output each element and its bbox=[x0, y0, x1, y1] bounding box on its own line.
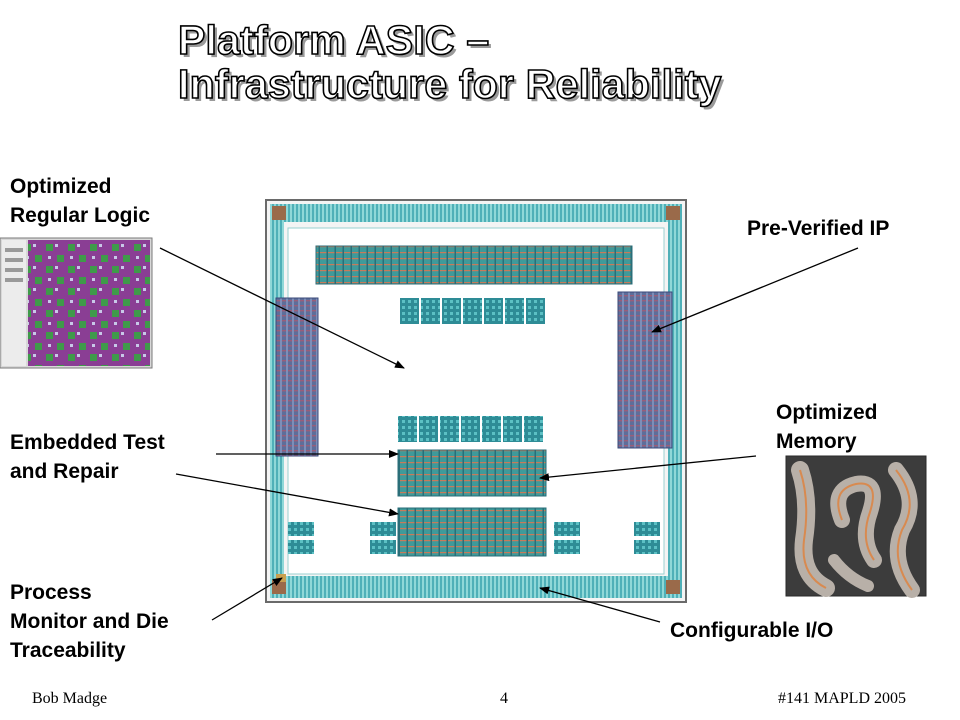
label-optimized-regular-logic: Optimized Regular Logic bbox=[10, 175, 151, 227]
label-pre-verified-ip: Pre-Verified IP bbox=[747, 217, 890, 240]
small-blocks-bottom bbox=[288, 522, 660, 554]
footer-event: #141 MAPLD 2005 bbox=[778, 690, 907, 707]
label-configurable-io: Configurable I/O bbox=[670, 619, 834, 642]
arrow-configurable-io bbox=[539, 586, 661, 623]
pre-verified-ip-block bbox=[617, 291, 673, 449]
title-line-2: Infrastructure for Reliability bbox=[177, 61, 722, 107]
arrow-pre-verified-ip bbox=[651, 247, 859, 333]
arrow-optimized-memory bbox=[539, 455, 757, 482]
footer-page-number: 4 bbox=[500, 690, 508, 707]
side-array-left bbox=[275, 297, 319, 457]
regular-logic-inset bbox=[0, 237, 153, 369]
memory-band-top bbox=[315, 245, 633, 285]
block-row-upper bbox=[400, 298, 545, 324]
pointer-arrows bbox=[159, 247, 859, 623]
repair-memory-array bbox=[397, 507, 547, 557]
label-process-monitor: Process Monitor and Die Traceability bbox=[10, 581, 169, 662]
memory-sem-inset bbox=[785, 455, 927, 598]
io-ring-bottom bbox=[270, 576, 682, 598]
arrow-process-monitor bbox=[211, 577, 283, 621]
optimized-memory-array bbox=[397, 449, 547, 497]
footer-author: Bob Madge bbox=[32, 690, 108, 707]
block-row-middle bbox=[398, 416, 543, 442]
arrow-repair bbox=[175, 473, 399, 517]
arrow-regular-logic bbox=[159, 247, 405, 369]
asic-die bbox=[265, 199, 687, 603]
label-optimized-memory: Optimized Memory bbox=[776, 401, 878, 453]
io-ring-top bbox=[270, 204, 682, 222]
slide-title: Platform ASIC – Infrastructure for Relia… bbox=[177, 17, 722, 107]
title-line-1: Platform ASIC – bbox=[177, 17, 490, 63]
label-embedded-test-and-repair: Embedded Test and Repair bbox=[10, 431, 165, 483]
